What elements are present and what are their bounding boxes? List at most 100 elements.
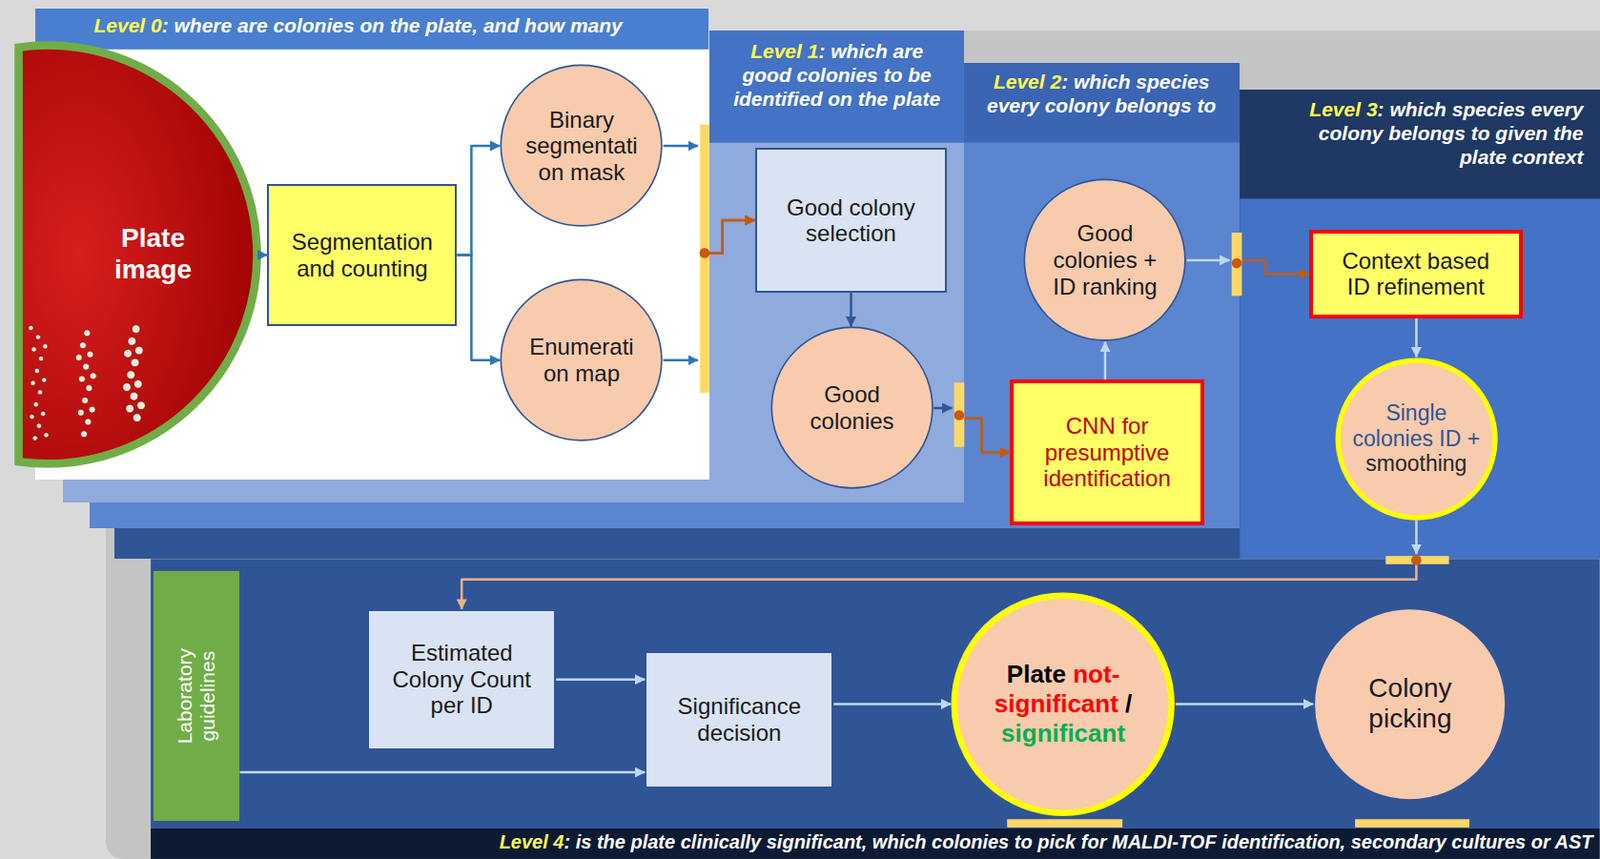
node-label: Binary segmentati on mask: [516, 106, 646, 186]
connector-line: [1415, 318, 1418, 358]
level-panel: Level 0: where are colonies on the plate…: [35, 8, 709, 480]
node-label: Single colonies ID + smoothing: [1347, 400, 1486, 476]
label-run: ID: [1438, 426, 1461, 452]
connector-line: [959, 408, 1011, 453]
level-number: Level 3: [1309, 98, 1377, 121]
connector: [456, 255, 500, 361]
node-label: CNN for presumptive identification: [1022, 412, 1193, 493]
connector: [259, 254, 268, 256]
colony-dot: [31, 346, 37, 351]
circle-shape: [771, 328, 933, 490]
circle-shape: [1314, 608, 1507, 800]
colony-dot: [41, 343, 47, 349]
level-number: Level 0: [93, 14, 162, 37]
port-dot: [954, 410, 965, 421]
colony-dot: [75, 353, 83, 361]
colony-dot: [80, 430, 87, 437]
colony-dot: [131, 324, 141, 333]
node-label: Significance decision: [656, 693, 822, 746]
panel-region: [1239, 89, 1600, 200]
plate-outline: [18, 44, 257, 464]
decision-box: Significance decision: [644, 651, 834, 789]
level-number: Level 4: [499, 831, 565, 853]
connector: [933, 408, 1010, 453]
colony-dot: [33, 401, 39, 407]
level-question: : where are colonies on the plate, and h…: [162, 14, 623, 37]
panel-region: [709, 30, 965, 144]
label-run: significant: [1001, 718, 1126, 748]
connector: [850, 292, 852, 327]
connector-line: [663, 358, 698, 362]
connector: [663, 220, 756, 361]
port-dot: [1231, 258, 1243, 269]
connector: [1415, 318, 1417, 358]
colony-dot: [125, 404, 135, 413]
level-heading: Level 2: which species every colony belo…: [977, 69, 1226, 118]
connector: [833, 703, 951, 705]
colony-dot: [127, 336, 137, 346]
connector: [1187, 260, 1310, 274]
colony-dot: [34, 368, 40, 373]
level-number: Level 1: [750, 40, 819, 62]
connector-line: [1415, 520, 1418, 554]
label-run: /: [1125, 689, 1132, 718]
connector-line: [1175, 702, 1314, 706]
connector-line: [705, 220, 756, 361]
output-circle: Colony picking: [1312, 607, 1507, 801]
circle-shape: [501, 65, 663, 227]
colony-dot: [133, 379, 143, 389]
node-label: Laboratory guidelines: [173, 624, 220, 768]
colony-dot: [36, 423, 42, 429]
circle-shape: [1025, 180, 1187, 342]
colony-dot: [81, 396, 88, 404]
level-heading: Level 4: is the plate clinically signifi…: [153, 830, 1594, 854]
label-run: Plate: [1006, 659, 1067, 689]
process-box: Estimated Colony Count per ID: [367, 609, 556, 751]
colony-dot: [86, 350, 94, 358]
level-heading: Level 0: where are colonies on the plate…: [93, 13, 704, 38]
level-question: : is the plate clinically significant, w…: [563, 831, 1593, 853]
process-box: Good colony selection: [755, 147, 947, 293]
colony-dot: [129, 391, 139, 401]
colony-dot: [136, 400, 145, 410]
connector-line: [259, 253, 268, 257]
result-circle: Plate not-significant / significant: [950, 592, 1175, 817]
circle-shape: [1337, 360, 1496, 518]
port-bar: [1385, 555, 1449, 565]
level-heading: Level 1: which are good colonies to be i…: [729, 39, 944, 112]
panel-region: [150, 828, 1600, 859]
colony-dot: [32, 434, 38, 440]
colony-dot: [38, 355, 43, 361]
result-circle: Single colonies ID + smoothing: [1334, 357, 1498, 521]
node-label: Plate not-significant / significant: [980, 659, 1148, 750]
plate-drawing: [10, 37, 260, 472]
colony-dot: [35, 333, 41, 339]
colony-dot: [77, 409, 84, 416]
connector: [555, 678, 645, 680]
output-circle: Good colonies + ID ranking: [1023, 178, 1187, 342]
port-dot: [699, 247, 711, 259]
connector-line: [461, 560, 1416, 610]
node-label: Plate image: [96, 222, 211, 287]
colony-dot: [79, 341, 86, 349]
node-label: Segmentation and counting: [278, 228, 446, 282]
node-label: Enumerati on map: [516, 333, 646, 387]
colony-dot: [42, 431, 48, 437]
connector: [240, 772, 646, 774]
colony-dot: [78, 374, 85, 382]
colony-dot: [122, 382, 131, 391]
panel-region: [964, 62, 1240, 143]
circle-shape: [501, 279, 663, 441]
node-label: Context based ID refinement: [1334, 247, 1498, 301]
colony-dot: [123, 348, 132, 358]
colony-dot: [130, 357, 140, 367]
connector: [1105, 342, 1107, 381]
label-run: colonies: [1353, 426, 1434, 452]
connector-line: [1236, 260, 1310, 274]
port-bar: [1231, 232, 1243, 296]
colony-dot: [89, 371, 97, 379]
connector-line: [705, 145, 756, 253]
node-label: Good colonies + ID ranking: [1040, 220, 1170, 300]
colony-dot: [82, 328, 90, 336]
label-run: Single: [1385, 400, 1447, 426]
